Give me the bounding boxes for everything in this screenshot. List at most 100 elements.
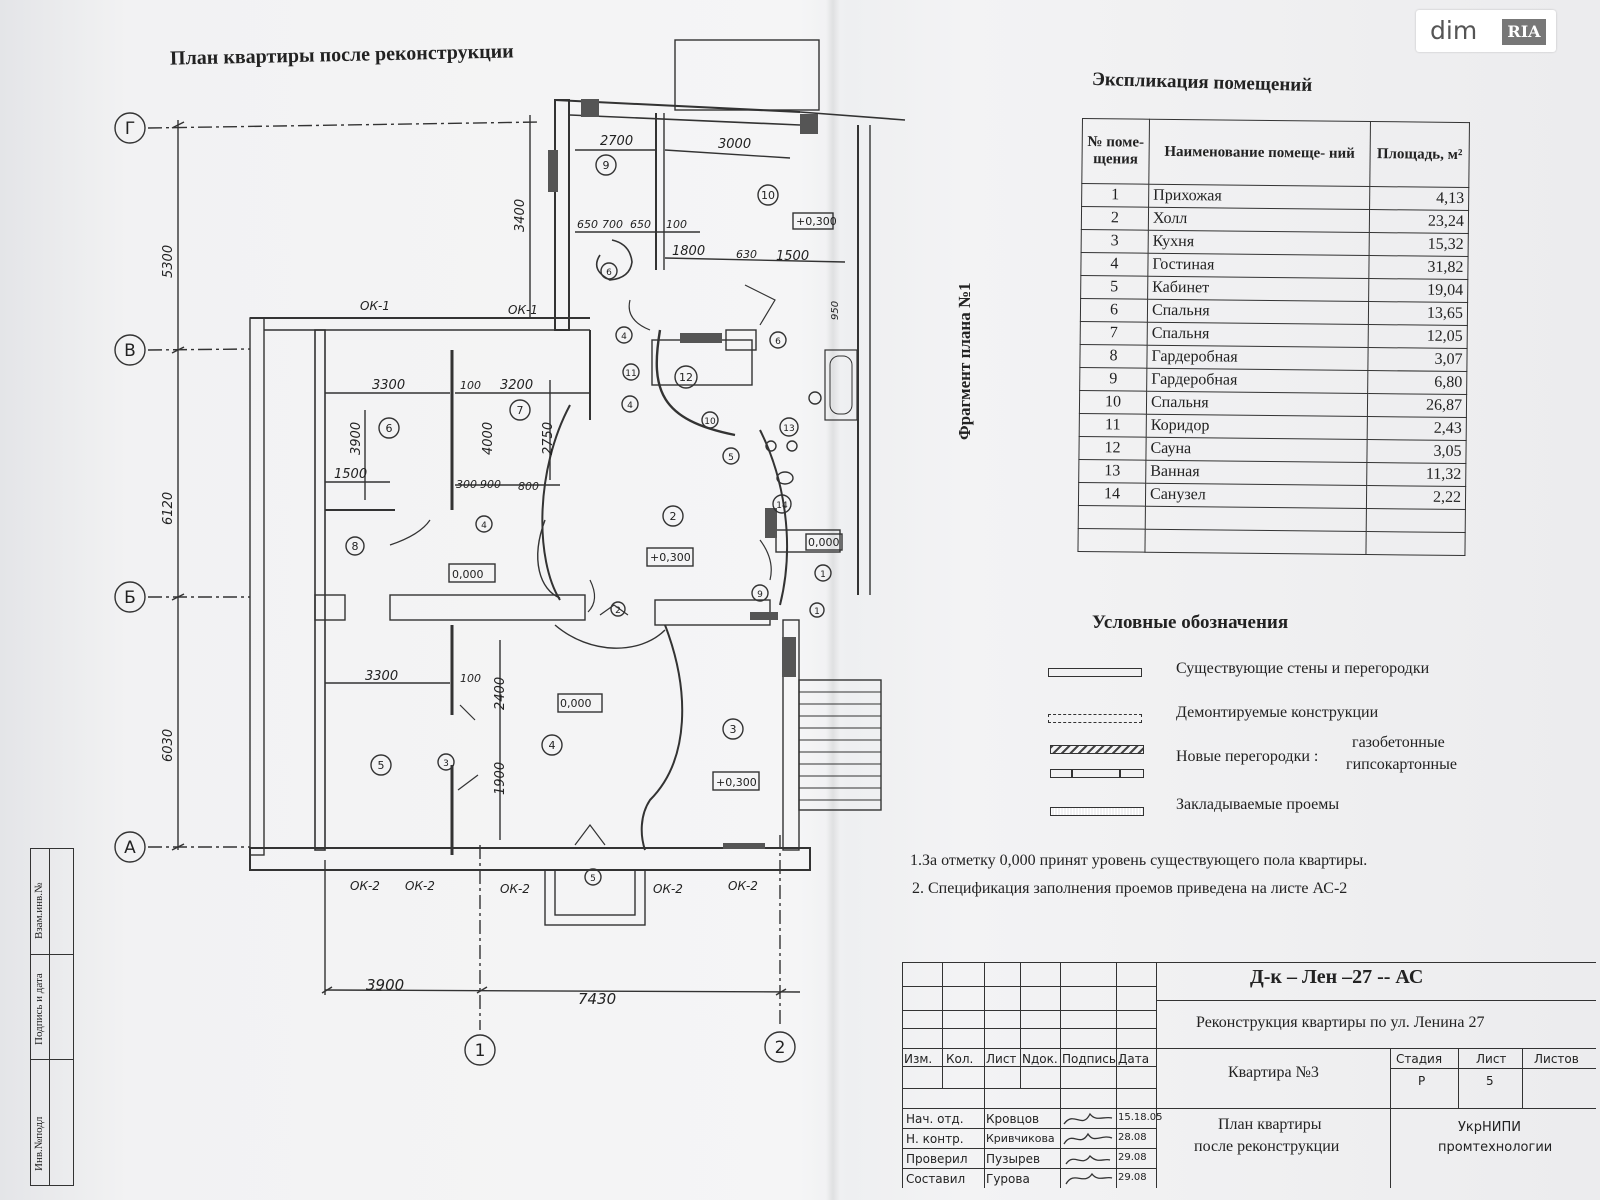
row-num: 13 <box>1078 459 1146 484</box>
row-num: 14 <box>1078 482 1146 507</box>
row-area: 23,24 <box>1369 209 1469 234</box>
legend-symbol-gas-concrete <box>1050 745 1144 754</box>
row-num: 4 <box>1080 252 1149 277</box>
room-num: 10 <box>704 417 716 427</box>
dim-6120: 6120 <box>161 492 176 525</box>
role-norm: Н. контр. <box>906 1132 964 1146</box>
role-author-name: Гурова <box>986 1172 1030 1186</box>
stamp-sheet-name-1: План квартиры <box>1218 1116 1322 1133</box>
room-num: 13 <box>783 424 794 434</box>
row-name: Гостиная <box>1147 253 1370 279</box>
role-checked: Проверил <box>906 1152 968 1166</box>
room-num: 6 <box>775 337 781 347</box>
legend-filled-openings: Закладываемые проемы <box>1176 796 1340 813</box>
room-num: 1 <box>820 570 826 580</box>
legend-existing: Существующие стены и перегородки <box>1176 660 1430 677</box>
role-head-date: 15.18.05 <box>1118 1112 1163 1123</box>
stamp-org-2: промтехнологии <box>1438 1140 1553 1155</box>
room-num: 5 <box>728 453 734 463</box>
room-num: 9 <box>757 590 763 600</box>
room-num: 4 <box>481 521 487 531</box>
dim-2400: 2400 <box>493 677 508 710</box>
level-room10: +0,300 <box>796 215 837 228</box>
stamp-org-1: УкрНИПИ <box>1458 1120 1522 1135</box>
sheet-fold <box>826 0 840 1200</box>
row-name: Санузел <box>1145 483 1367 509</box>
stamp-list-header: Лист <box>1476 1052 1507 1066</box>
axis-label-b: Б <box>124 588 136 608</box>
dim-300: 300 <box>456 478 477 491</box>
level-room4: 0,000 <box>560 697 592 710</box>
room-num: 12 <box>679 371 693 384</box>
axis-label-a: А <box>124 838 136 858</box>
dim-4000: 4000 <box>481 422 496 455</box>
col-kol: Кол. <box>946 1052 974 1066</box>
row-name: Гардеробная <box>1146 368 1368 394</box>
header-num: № поме- щения <box>1081 118 1150 185</box>
role-head-name: Кровцов <box>986 1112 1040 1126</box>
level-room8: 0,000 <box>452 568 484 581</box>
explication-table: № поме- щения Наименование помеще- ний П… <box>1077 118 1470 556</box>
watermark-dim-text: dim <box>1430 16 1478 45</box>
stamp-stage-header: Стадия <box>1396 1052 1443 1066</box>
legend-symbol-filled-openings <box>1050 807 1144 816</box>
dim-800: 800 <box>518 480 539 493</box>
row-num: 6 <box>1080 298 1148 323</box>
role-author: Составил <box>906 1172 966 1186</box>
row-area: 2,43 <box>1367 416 1467 441</box>
stamp-object: Квартира №3 <box>1228 1064 1319 1081</box>
legend-symbol-demolished <box>1048 714 1142 723</box>
role-author-date: 29.08 <box>1118 1172 1147 1183</box>
axis-label-2: 2 <box>775 1038 786 1058</box>
row-area: 4,13 <box>1369 186 1469 211</box>
dim-100b: 100 <box>460 379 481 392</box>
row-num: 10 <box>1079 390 1147 415</box>
row-num: 5 <box>1080 275 1148 300</box>
col-ndok: Nдок. <box>1022 1052 1058 1066</box>
row-num: 12 <box>1078 436 1147 461</box>
room-num: 4 <box>549 739 556 752</box>
col-list: Лист <box>986 1052 1017 1066</box>
legend-gas-concrete: газобетонные <box>1352 734 1445 751</box>
row-area: 11,32 <box>1366 462 1466 487</box>
row-num: 2 <box>1081 206 1149 231</box>
dim-6030: 6030 <box>161 729 176 762</box>
row-area: 6,80 <box>1367 370 1467 395</box>
dim-1500b: 1500 <box>334 467 367 482</box>
dim-3000: 3000 <box>718 137 751 152</box>
dim-950: 950 <box>830 301 841 320</box>
room-num: 10 <box>761 189 775 202</box>
stamp-project: Реконструкция квартиры по ул. Ленина 27 <box>1196 1014 1485 1031</box>
row-num: 3 <box>1081 229 1149 254</box>
table-row-empty <box>1077 528 1466 556</box>
room-num: 5 <box>590 874 596 884</box>
row-num: 11 <box>1079 413 1147 438</box>
dim-1500: 1500 <box>776 249 809 264</box>
row-area: 15,32 <box>1369 232 1469 257</box>
dim-1800: 1800 <box>672 244 705 259</box>
row-area: 19,04 <box>1368 278 1468 303</box>
stamp-list: 5 <box>1486 1074 1494 1088</box>
row-name: Ванная <box>1145 460 1367 486</box>
room-num: 11 <box>625 369 636 379</box>
dim-2700: 2700 <box>600 134 633 149</box>
opening-ok2-c: ОК-2 <box>500 882 530 896</box>
row-name: Спальня <box>1147 322 1369 348</box>
role-norm-date: 28.08 <box>1118 1132 1147 1143</box>
row-area: 26,87 <box>1367 393 1467 418</box>
axis-label-v: В <box>124 341 136 361</box>
row-name: Прихожая <box>1148 184 1370 210</box>
opening-ok2-d: ОК-2 <box>653 882 683 896</box>
level-hall: +0,300 <box>650 551 691 564</box>
row-num: 7 <box>1080 321 1148 346</box>
stamp-listov-header: Листов <box>1534 1052 1579 1066</box>
opening-ok2-a: ОК-2 <box>350 879 380 893</box>
row-name: Спальня <box>1147 299 1369 325</box>
dimria-watermark: dim RIA <box>1416 10 1556 52</box>
role-checked-date: 29.08 <box>1118 1152 1147 1163</box>
legend-gypsum: гипсокартонные <box>1346 756 1457 773</box>
opening-ok2-e: ОК-2 <box>728 879 758 893</box>
signatures <box>1063 1112 1113 1185</box>
dim-630: 630 <box>736 248 757 261</box>
